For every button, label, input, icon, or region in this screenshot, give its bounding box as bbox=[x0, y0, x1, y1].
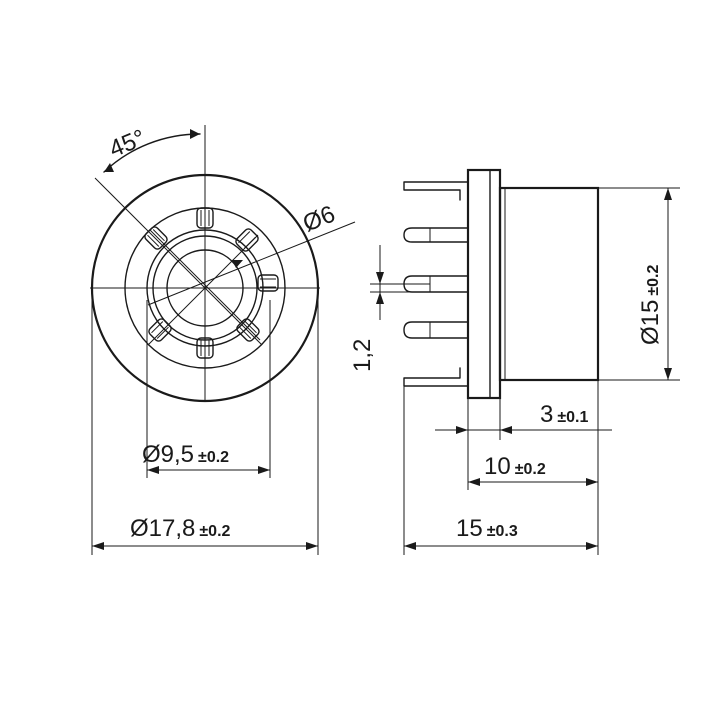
pin-bottom bbox=[196, 337, 214, 359]
pin-top-right bbox=[235, 228, 259, 252]
pin-top-left bbox=[144, 226, 168, 250]
center-hole-label: Ø6 bbox=[299, 201, 339, 238]
side-pin-3 bbox=[403, 321, 469, 339]
pin-circle-label: Ø9,5±0.2 bbox=[142, 441, 229, 468]
side-view: Ø15±0.2 1,2 3±0.1 10±0.2 15±0.3 bbox=[349, 168, 680, 555]
body bbox=[498, 186, 600, 382]
pin-top bbox=[196, 207, 214, 229]
center-hole-leader bbox=[147, 221, 356, 306]
pin-right bbox=[257, 274, 279, 292]
flange-depth-label: 3±0.1 bbox=[540, 401, 588, 428]
center-line-diag-1 bbox=[94, 177, 263, 346]
center-line-diag-2 bbox=[147, 234, 259, 346]
overall-length-label: 15±0.3 bbox=[456, 515, 518, 542]
angle-arc bbox=[103, 133, 201, 173]
pin-bottom-left bbox=[148, 318, 172, 342]
flange bbox=[466, 168, 502, 400]
pin-bottom-right bbox=[236, 318, 260, 342]
side-pin-1 bbox=[403, 227, 469, 243]
pin-thickness-label: 1,2 bbox=[349, 339, 376, 372]
front-view: 45° Ø6 Ø9,5±0.2 Ø17,8±0.2 bbox=[90, 124, 356, 555]
body-diameter-label: Ø15±0.2 bbox=[637, 265, 664, 346]
angle-label: 45° bbox=[105, 124, 149, 163]
outer-diameter-label: Ø17,8±0.2 bbox=[130, 515, 231, 542]
body-depth-label: 10±0.2 bbox=[484, 453, 546, 480]
mount-tab-bottom bbox=[403, 367, 469, 387]
mount-tab-top bbox=[403, 181, 469, 201]
